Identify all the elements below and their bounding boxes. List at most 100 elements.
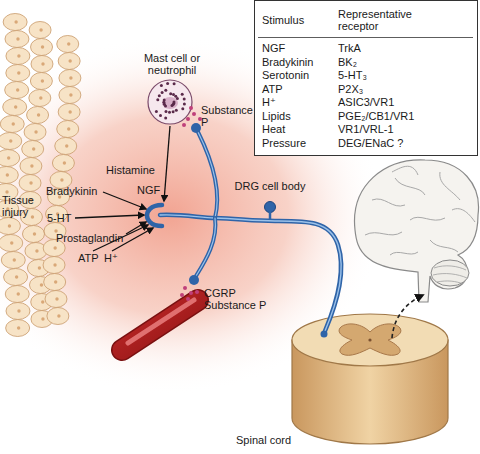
table-cell: H⁺ [262,96,276,108]
mediator-label: 5-HT [47,212,71,224]
spinal-cord-section [292,314,448,366]
tissue-cells [67,127,70,130]
mediator-arrows [103,192,146,209]
tissue-cells [35,249,38,252]
mast-cell [166,82,169,85]
tissue-cells [6,65,30,82]
tissue-cells [20,158,42,175]
tissue-cells [31,215,34,218]
nociceptor-fiber [196,218,215,276]
tissue-cells [24,124,46,141]
tissue-cells [27,107,49,124]
neuropeptide-granules [189,291,193,295]
nociceptor-fiber [147,205,162,226]
tissue-cells [6,320,30,337]
mast-cell [169,92,172,95]
tissue-cells [69,76,72,79]
tissue-cells [29,22,51,39]
mediator-arrows [112,228,153,251]
tissue-cells [67,42,70,45]
table-cell: ATP [262,83,283,95]
tissue-cells [0,218,20,235]
tissue-cells [0,14,81,337]
mediator-arrows [75,126,170,251]
region-label: Tissue injury [2,194,46,218]
neuropeptide-granules [182,123,186,127]
table-cell: VR1/VRL-1 [338,123,394,135]
mast-cell [181,107,184,110]
mediator-label: NGF [137,184,160,196]
tissue-cells [17,309,20,312]
tissue-cells [0,116,24,133]
table-cell: Heat [262,123,285,135]
tissue-cells [43,257,65,274]
tissue-cells [38,266,41,269]
tissue-cells [8,224,11,227]
neuropeptide-granules [195,290,199,294]
tissue-cells [54,280,57,283]
tissue-cells [19,175,41,192]
neuropeptide-granules [186,117,190,121]
tissue-cells [31,39,53,56]
tissue-cells [57,36,79,53]
table-cell: 5-HT₃ [338,69,367,81]
tissue-cells [59,87,81,104]
table-cell: P2X₃ [338,83,363,95]
brain [365,166,475,255]
tissue-cells [4,269,28,286]
tissue-cells [17,54,20,57]
mediator-arrows [93,225,148,251]
tissue-cells [39,28,42,31]
tissue-cells [41,79,44,82]
spinal-cord-section [339,324,401,355]
tissue-cells [57,314,60,317]
mast-cell [173,82,176,85]
table-cell: Stimulus [262,14,304,26]
tissue-cells [41,62,44,65]
tissue-cells [55,138,77,155]
nociceptor-fiber [160,215,341,331]
tissue-cells [47,308,69,325]
table-cell: BK₂ [338,56,357,68]
tissue-cells [53,246,56,249]
mast-cell [156,98,159,101]
tissue-cells [7,156,10,159]
nociceptor-fiber [189,275,199,285]
receptor-table-frame [255,1,478,156]
tissue-cells [29,181,32,184]
nociceptor-fiber [198,132,217,218]
tissue-cells [22,226,44,243]
tissue-cells [5,82,29,99]
table-cell: Pressure [262,137,306,149]
tissue-cells [13,258,16,261]
tissue-cells [14,105,17,108]
mast-cell [172,110,175,113]
mediator-label: Substance P [204,299,266,311]
node-label: Mast cell or neutrophil [136,52,208,76]
mast-cell [183,97,186,100]
neuropeptide-granules [198,117,202,121]
tissue-cells [16,37,19,40]
tissue-cells [55,297,58,300]
mast-cell [164,117,167,120]
tissue-cells [68,110,71,113]
tissue-cells [68,59,71,62]
tissue-cells [60,178,63,181]
mediator-label: H⁺ [104,252,118,264]
blood-vessel [122,300,198,350]
tissue-cells [14,20,17,23]
brain [355,160,479,302]
mast-cell [148,80,192,124]
neuropeptide-granules [180,293,184,297]
table-cell: Serotonin [262,69,309,81]
mast-cell [161,91,164,94]
table-cell: DEG/ENaC ? [338,137,403,149]
ascending-pathway-arrow [392,295,423,338]
tissue-cells [0,133,22,150]
tissue-cells [37,113,40,116]
tissue-cells [17,326,20,329]
brain [431,260,469,286]
tissue-cells [29,90,51,107]
node-label: Spinal cord [236,434,326,446]
